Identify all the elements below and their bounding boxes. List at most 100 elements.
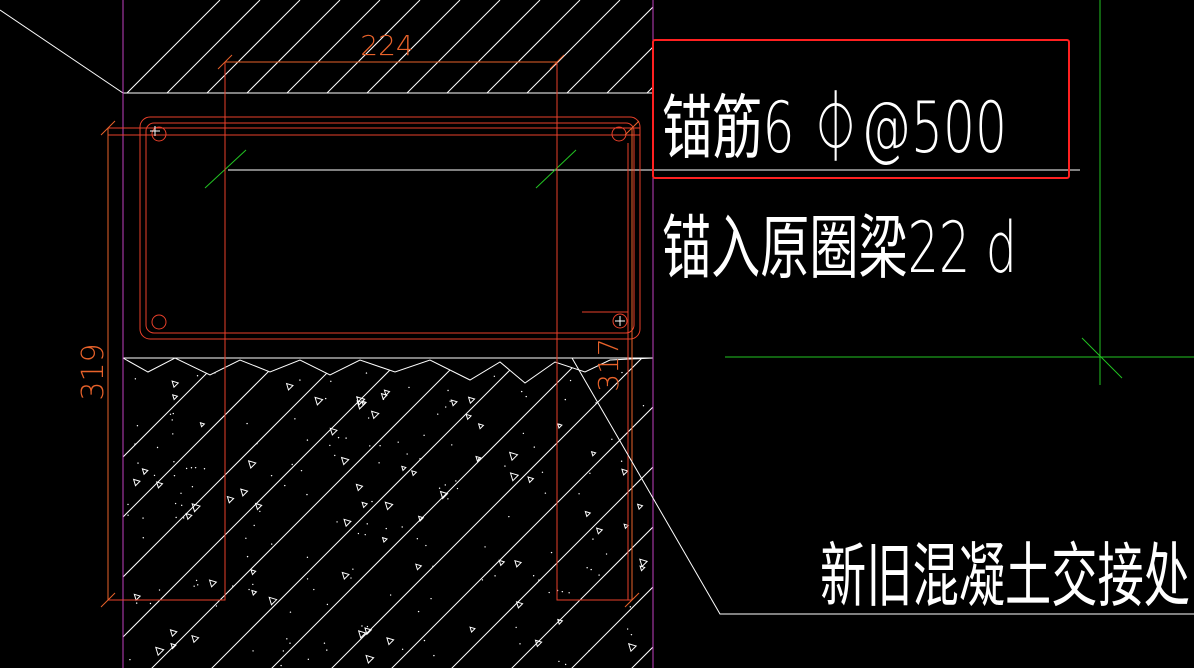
aggregate-dot [367, 417, 370, 419]
aggregate-dot [175, 516, 177, 519]
aggregate-dot [329, 444, 331, 447]
green-construction-lines [204, 0, 1194, 385]
aggregate-dot [430, 597, 432, 600]
aggregate-triangle [361, 501, 369, 509]
aggregate-triangle [340, 456, 350, 466]
aggregate-dot [364, 533, 366, 536]
aggregate-dot [590, 568, 592, 571]
aggregate-triangle [343, 518, 352, 528]
aggregate-dot [598, 574, 600, 576]
aggregate-dot [142, 517, 144, 519]
aggregate-triangle [384, 501, 394, 511]
aggregate-dot [493, 375, 496, 377]
aggregate-dot [284, 484, 286, 487]
aggregate-triangle [410, 470, 418, 477]
aggregate-dot [326, 603, 329, 606]
aggregate-triangle [621, 468, 629, 476]
aggregate-triangle [364, 627, 373, 636]
aggregate-dot [548, 591, 550, 594]
aggregate-triangle [639, 558, 649, 568]
aggregate-dot [352, 568, 354, 570]
aggregate-dot [215, 605, 218, 607]
aggregate-dot [172, 412, 174, 415]
aggregate-triangle [639, 565, 646, 572]
aggregate-dot [419, 458, 421, 460]
aggregate-triangle [370, 410, 380, 420]
aggregate-dot [630, 633, 633, 636]
aggregate-dot [306, 556, 309, 559]
aggregate-dot [541, 471, 544, 474]
aggregate-triangle [341, 571, 350, 581]
aggregate-triangle [171, 394, 179, 401]
aggregate-triangle [477, 423, 485, 430]
aggregate-dot [397, 441, 399, 443]
aggregate-dot [538, 579, 540, 581]
aggregate-dot [588, 650, 590, 652]
aggregate-dot [438, 487, 441, 489]
aggregate-dot [196, 375, 199, 377]
aggregate-triangle [355, 396, 366, 406]
aggregate-triangle [508, 451, 519, 462]
corner-rebars [151, 126, 628, 330]
aggregate-dot [592, 538, 594, 540]
aggregate-triangle [208, 579, 218, 588]
aggregate-dot [280, 664, 282, 667]
aggregate-triangle [380, 392, 388, 400]
aggregate-dot [417, 610, 420, 613]
aggregate-dot [136, 425, 139, 427]
aggregate-dot [445, 406, 447, 408]
aggregate-dot [173, 474, 176, 477]
aggregate-dot [142, 537, 144, 539]
aggregate-dot [401, 526, 403, 528]
aggregate-triangle [355, 483, 364, 492]
aggregate-dot [564, 398, 567, 401]
aggregate-dot [611, 438, 613, 440]
aggregate-dot [190, 467, 193, 469]
aggregate-triangle [199, 421, 206, 428]
aggregate-dot [326, 649, 328, 651]
aggregate-dot [330, 380, 332, 383]
aggregate-triangle [450, 399, 458, 407]
aggregate-dot [271, 543, 273, 545]
aggregate-dot [569, 379, 572, 382]
aggregate-dot [379, 444, 381, 447]
aggregate-dot [408, 386, 410, 389]
aggregate-triangle [636, 503, 644, 511]
aggregate-triangle [386, 637, 395, 646]
aggregate-dot [153, 474, 156, 477]
aggregate-dot [334, 454, 336, 457]
aggregate-dot [494, 575, 496, 577]
aggregate-triangle [467, 396, 476, 405]
aggregate-triangle [627, 643, 638, 653]
aggregate-dot [282, 650, 285, 652]
aggregate-triangle [170, 642, 177, 650]
aggregate-dot [127, 514, 129, 516]
aggregate-triangle [509, 472, 520, 482]
aggregate-triangle [475, 455, 482, 463]
aggregate-triangle [401, 465, 407, 472]
aggregate-triangle [185, 512, 193, 521]
aggregate-dot [137, 462, 139, 464]
aggregate-dot [323, 642, 326, 644]
aggregate-dot [253, 524, 255, 527]
aggregate-dot [467, 373, 470, 375]
aggregate-triangle [141, 468, 149, 476]
dimension-left-height: 319 [76, 343, 111, 400]
aggregate-dot [180, 504, 183, 507]
aggregate-dot [423, 434, 425, 437]
aggregate-dot [299, 379, 301, 381]
lower-concrete-hatch [123, 358, 653, 668]
aggregate-dot [361, 625, 363, 627]
aggregate-dot [356, 396, 359, 399]
aggregate-dot [306, 439, 309, 441]
aggregate-triangle [439, 490, 449, 500]
aggregate-triangle [285, 382, 294, 391]
aggregate-dot [508, 515, 510, 518]
aggregate-dot [423, 639, 426, 642]
aggregate-dot [605, 553, 608, 555]
aggregate-dot [447, 389, 449, 392]
aggregate-dot [589, 472, 591, 474]
aggregate-triangle [132, 478, 141, 487]
joint-label: 新旧混凝土交接处 [820, 535, 1190, 617]
